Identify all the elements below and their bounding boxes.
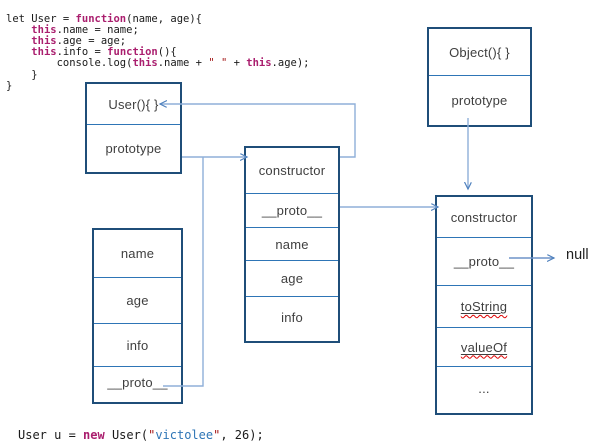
cell-userproto-age: age [246,260,338,296]
user-function-box: User(){ } prototype [85,82,182,174]
cell-objproto-valueof: valueOf [437,327,531,366]
user-prototype-box: constructor __proto__ name age info [244,146,340,343]
cell-objproto-proto: __proto__ [437,237,531,285]
code-snippet-function-definition: let User = function(name, age){ this.nam… [6,12,310,92]
cell-instance-proto: __proto__ [94,366,181,398]
code-snippet-instantiation: User u = new User("victolee", 26); [18,428,264,441]
cell-userproto-proto: __proto__ [246,193,338,227]
cell-userproto-name: name [246,227,338,260]
cell-userproto-constructor: constructor [258,163,326,178]
tostring-label: toString [460,299,508,314]
cell-instance-age: age [94,277,181,323]
cell-user-fn-title: User(){ } [108,96,159,112]
user-instance-box: name age info __proto__ [92,228,183,404]
valueof-label: valueOf [460,339,508,355]
object-prototype-box: constructor __proto__ toString valueOf .… [435,195,533,415]
cell-instance-info: info [94,323,181,366]
cell-objproto-ellipsis: ... [437,366,531,409]
cell-objproto-tostring: toString [437,285,531,327]
cell-object-fn-prototype: prototype [429,75,530,124]
cell-user-fn-prototype: prototype [87,124,180,171]
cell-object-fn-title: Object(){ } [449,44,510,60]
cell-instance-name: name [120,246,155,261]
cell-objproto-constructor: constructor [450,209,518,225]
object-function-box: Object(){ } prototype [427,27,532,127]
null-label: null [566,247,589,263]
cell-userproto-info: info [246,296,338,337]
